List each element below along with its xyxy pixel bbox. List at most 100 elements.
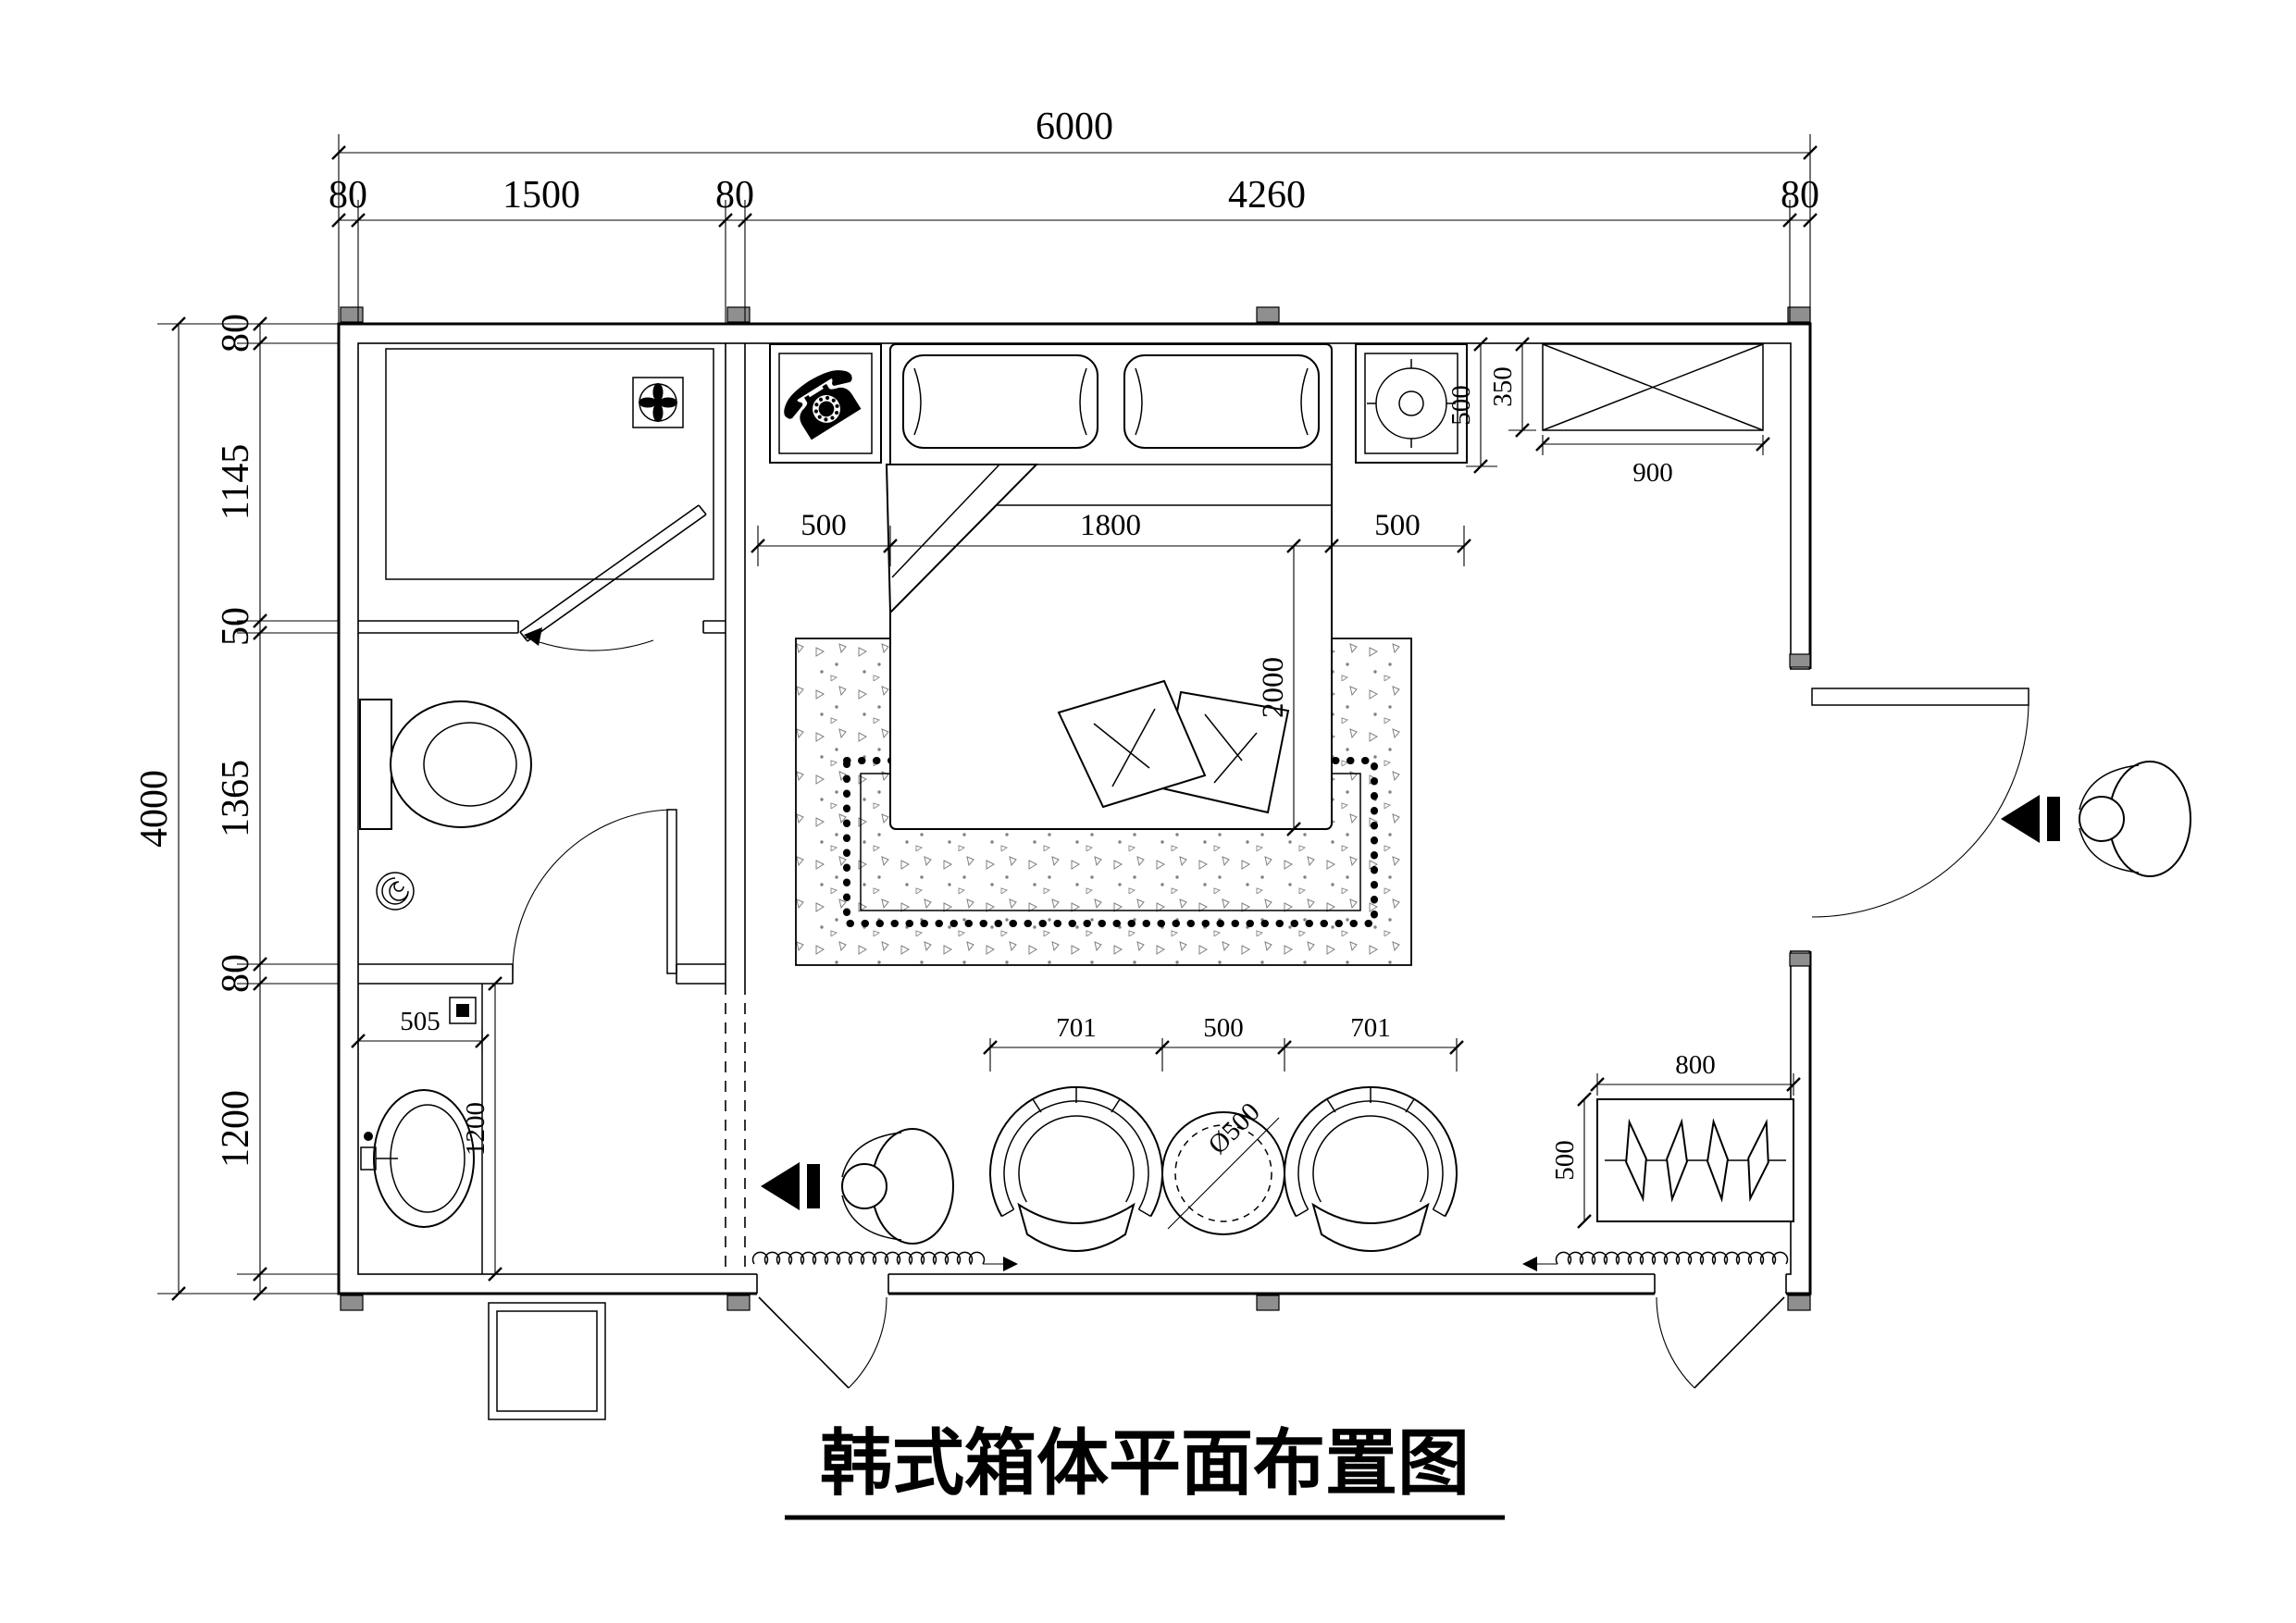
right-jamb-block-bottom bbox=[1789, 952, 1811, 967]
bathroom-open-partition-dashed bbox=[725, 984, 746, 1274]
dim-overall-height: 4000 bbox=[133, 316, 339, 1301]
dim-label-top-0: 80 bbox=[329, 174, 367, 217]
shower-partition-wall bbox=[358, 620, 726, 634]
right-door-leaf bbox=[1811, 688, 2029, 706]
nightstand-right-inner bbox=[1364, 353, 1458, 454]
dim-label-top-2: 80 bbox=[715, 174, 754, 217]
dim-cabinet-depth: 350 bbox=[1488, 337, 1536, 438]
shower-tray bbox=[385, 348, 714, 580]
dim-label-top-4: 80 bbox=[1781, 174, 1819, 217]
right-jamb-block-top bbox=[1789, 653, 1811, 668]
cabinet-outline bbox=[1542, 343, 1764, 431]
exhaust-fan-icon bbox=[632, 377, 684, 428]
vanity-sink bbox=[360, 984, 483, 1274]
bottom-right-door-opening bbox=[1655, 1270, 1786, 1297]
dim-bed-chain: 500 1800 500 bbox=[751, 509, 1471, 566]
dim-label-wardrobe-depth: 500 bbox=[1550, 1140, 1580, 1181]
shower-door bbox=[519, 504, 707, 651]
dim-label-vanity-width: 505 bbox=[400, 1007, 441, 1036]
right-door-opening bbox=[1787, 669, 1814, 951]
column-top-2 bbox=[726, 306, 751, 323]
bed-pillow-left bbox=[902, 354, 1098, 449]
dim-label-bed-2: 500 bbox=[1374, 509, 1421, 542]
toilet bbox=[359, 699, 532, 830]
lamp-icon-inner bbox=[1398, 390, 1424, 416]
dim-label-bed-0: 500 bbox=[800, 509, 847, 542]
dim-label-vanity-depth: 1200 bbox=[461, 1102, 490, 1156]
dim-label-top-3: 4260 bbox=[1228, 174, 1306, 217]
throw-pillow-left bbox=[1057, 679, 1207, 809]
cabinet-cross bbox=[1542, 343, 1764, 431]
nightstand-left-inner bbox=[778, 353, 873, 454]
screen-coil-right bbox=[1522, 1251, 1789, 1271]
floor-drain-square-icon bbox=[449, 997, 477, 1024]
dim-left-chain: 80 1145 50 1365 80 1200 bbox=[215, 314, 339, 1301]
throw-pillow-left-creases bbox=[1093, 708, 1156, 787]
dim-label-top-1: 1500 bbox=[503, 174, 580, 217]
pillow-left-creases bbox=[913, 367, 1087, 436]
column-bottom-4 bbox=[1787, 1295, 1811, 1311]
column-top-3 bbox=[1256, 306, 1280, 323]
dim-label-left-0: 80 bbox=[215, 314, 257, 353]
bathroom-partition-wall bbox=[725, 343, 746, 984]
column-bottom-2 bbox=[726, 1295, 751, 1311]
person-figure-bottom bbox=[841, 1128, 954, 1245]
dim-cabinet-width: 900 bbox=[1535, 435, 1770, 488]
exterior-door-bottom-right bbox=[1656, 1296, 1785, 1389]
bottom-left-jambs bbox=[756, 1274, 889, 1294]
blanket-corner-crease bbox=[891, 464, 1000, 578]
bottom-left-door-opening bbox=[757, 1270, 888, 1297]
bathroom-door bbox=[512, 809, 677, 974]
nightstand-right bbox=[1355, 343, 1468, 464]
column-blocks bbox=[340, 306, 1811, 1311]
dim-label-seat-1: 500 bbox=[1203, 1013, 1244, 1043]
dim-wardrobe-width: 800 bbox=[1590, 1050, 1801, 1096]
dim-label-left-4: 80 bbox=[215, 954, 257, 993]
dim-wardrobe-depth: 500 bbox=[1550, 1092, 1592, 1229]
hanger-icon bbox=[1706, 1118, 1729, 1203]
hanger-icon bbox=[1747, 1119, 1769, 1202]
entry-arrow-right bbox=[2001, 795, 2060, 843]
exterior-door-bottom-left bbox=[758, 1296, 887, 1389]
nightstand-left: ☎ bbox=[764, 343, 882, 464]
person-figure-right bbox=[2079, 761, 2191, 877]
right-door-swing bbox=[1811, 704, 2029, 918]
dim-label-overall-width: 6000 bbox=[1036, 105, 1113, 148]
entry-door-right bbox=[1811, 688, 2029, 918]
blanket-turned-corner bbox=[885, 464, 1039, 615]
armchair-right bbox=[1284, 1086, 1458, 1252]
title-text: 韩式箱体平面布置图 bbox=[820, 1422, 1470, 1505]
dim-label-nightstand-depth: 500 bbox=[1446, 385, 1476, 426]
nightstand-left-outline bbox=[769, 343, 882, 464]
throw-pillow-right-creases bbox=[1204, 713, 1258, 784]
bottom-right-jambs bbox=[1654, 1274, 1787, 1294]
dim-label-overall-height: 4000 bbox=[133, 770, 176, 848]
hanger-icon bbox=[1625, 1118, 1647, 1203]
dim-label-cabinet-depth: 350 bbox=[1488, 366, 1518, 407]
entry-arrow-bottom bbox=[761, 1162, 820, 1210]
armchair-left bbox=[989, 1086, 1163, 1252]
screen-coil-left bbox=[751, 1251, 1018, 1271]
dim-label-seat-2: 701 bbox=[1350, 1013, 1391, 1043]
dim-label-wardrobe-width: 800 bbox=[1675, 1050, 1716, 1080]
dim-label-bed-length: 2000 bbox=[1257, 657, 1290, 718]
column-bottom-3 bbox=[1256, 1295, 1280, 1311]
right-door-jambs bbox=[1790, 668, 1810, 952]
bed-pillow-right bbox=[1123, 354, 1320, 449]
dim-vanity-width: 505 bbox=[351, 1007, 490, 1053]
dim-overall-width: 6000 bbox=[331, 105, 1818, 324]
wardrobe bbox=[1596, 1098, 1794, 1222]
dim-nightstand-depth: 500 bbox=[1446, 337, 1497, 474]
column-top-1 bbox=[340, 306, 364, 323]
dim-label-seat-0: 701 bbox=[1056, 1013, 1097, 1043]
dim-seating-chain: 701 500 701 bbox=[983, 1013, 1464, 1072]
dim-vanity-depth: 1200 bbox=[461, 976, 503, 1282]
dim-label-left-5: 1200 bbox=[215, 1090, 257, 1168]
dim-label-left-2: 50 bbox=[215, 607, 257, 646]
dim-label-cabinet-width: 900 bbox=[1632, 458, 1673, 488]
floor-drain-spiral-icon bbox=[376, 872, 415, 911]
top-cabinet bbox=[1542, 343, 1764, 431]
pillow-right-creases bbox=[1135, 367, 1309, 436]
